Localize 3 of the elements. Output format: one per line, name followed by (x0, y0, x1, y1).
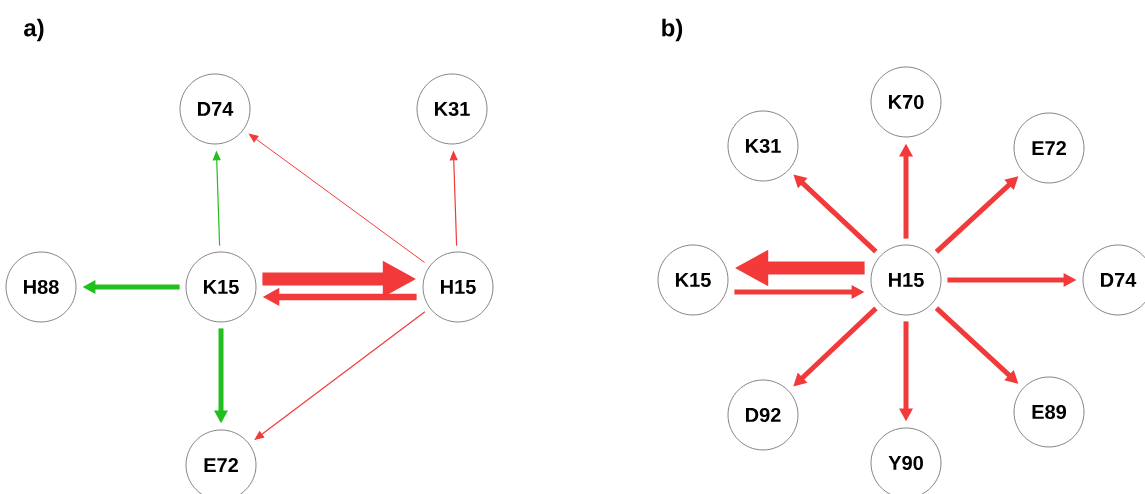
panel-label: b) (662, 18, 683, 42)
panel-label: a) (24, 18, 44, 42)
arrow (249, 133, 426, 263)
